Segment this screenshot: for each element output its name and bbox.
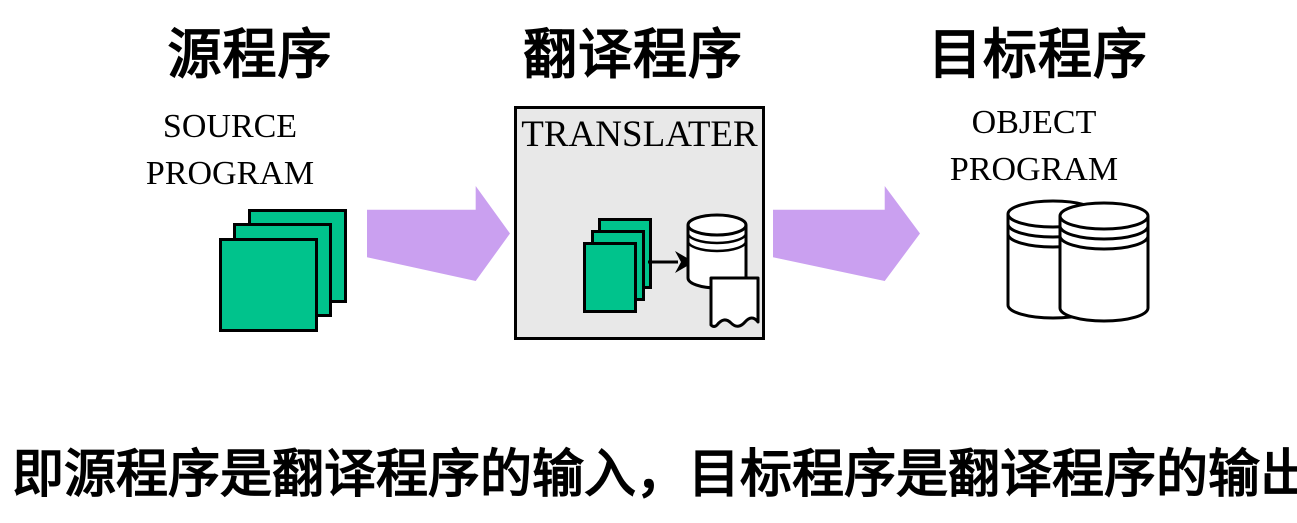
translator-title: 翻译程序 xyxy=(523,25,743,85)
caption-text: 即源程序是翻译程序的输入，目标程序是翻译程序的输出 xyxy=(12,446,1297,504)
object-program-label: OBJECT PROGRAM xyxy=(929,99,1139,193)
page-front xyxy=(219,238,318,332)
translator-box-label: TRANSLATER xyxy=(521,114,758,155)
stacked-pages-icon xyxy=(219,209,354,339)
page-front xyxy=(583,242,637,313)
process-arrow-icon xyxy=(648,251,694,273)
database-cylinders-icon xyxy=(1006,199,1150,323)
source-label-line2: PROGRAM xyxy=(145,155,315,192)
paper-icon xyxy=(709,276,760,328)
flow-arrow-right-icon xyxy=(367,186,510,281)
input-pages-icon xyxy=(583,218,658,318)
source-label-line1: SOURCE xyxy=(162,108,298,145)
source-program-label: SOURCE PROGRAM xyxy=(125,103,335,197)
source-program-title: 源程序 xyxy=(167,25,333,85)
object-label-line1: OBJECT xyxy=(971,104,1097,141)
object-program-title: 目标程序 xyxy=(928,25,1148,85)
object-label-line2: PROGRAM xyxy=(949,151,1119,188)
flow-arrow-right-icon xyxy=(773,186,920,281)
